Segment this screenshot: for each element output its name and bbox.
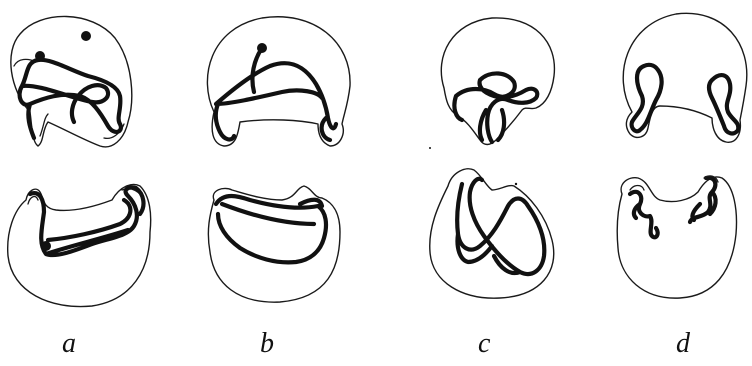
panel-d-top-thread-left [632, 65, 662, 131]
panel-b-bottom-thread [216, 196, 326, 262]
panel-label-b: b [260, 330, 274, 358]
panel-label-a: a [62, 330, 76, 358]
panel-d-top-thread-right [709, 75, 738, 133]
panel-label-c: c [478, 330, 490, 358]
speck [515, 183, 517, 185]
speck [429, 147, 431, 149]
panel-c-drawings [430, 18, 555, 298]
panel-label-d: d [676, 330, 690, 358]
panel-a-top-thread [20, 60, 121, 138]
panel-c-top-thread [454, 73, 537, 142]
panel-a-top-dot-1 [35, 51, 45, 61]
panel-c-bottom-thread [457, 179, 544, 274]
panel-a-bottom-dot [41, 241, 51, 251]
panel-a-top-dot-2 [81, 31, 91, 41]
panel-d-drawings [617, 13, 747, 298]
panel-c-top-outline [441, 18, 554, 145]
panel-d-bottom-outline [617, 177, 736, 298]
panel-b-drawings [207, 17, 350, 302]
panel-a-drawings [8, 16, 151, 306]
panel-b-top-dot [257, 43, 267, 53]
panel-d-bottom-thread-left [630, 192, 658, 237]
